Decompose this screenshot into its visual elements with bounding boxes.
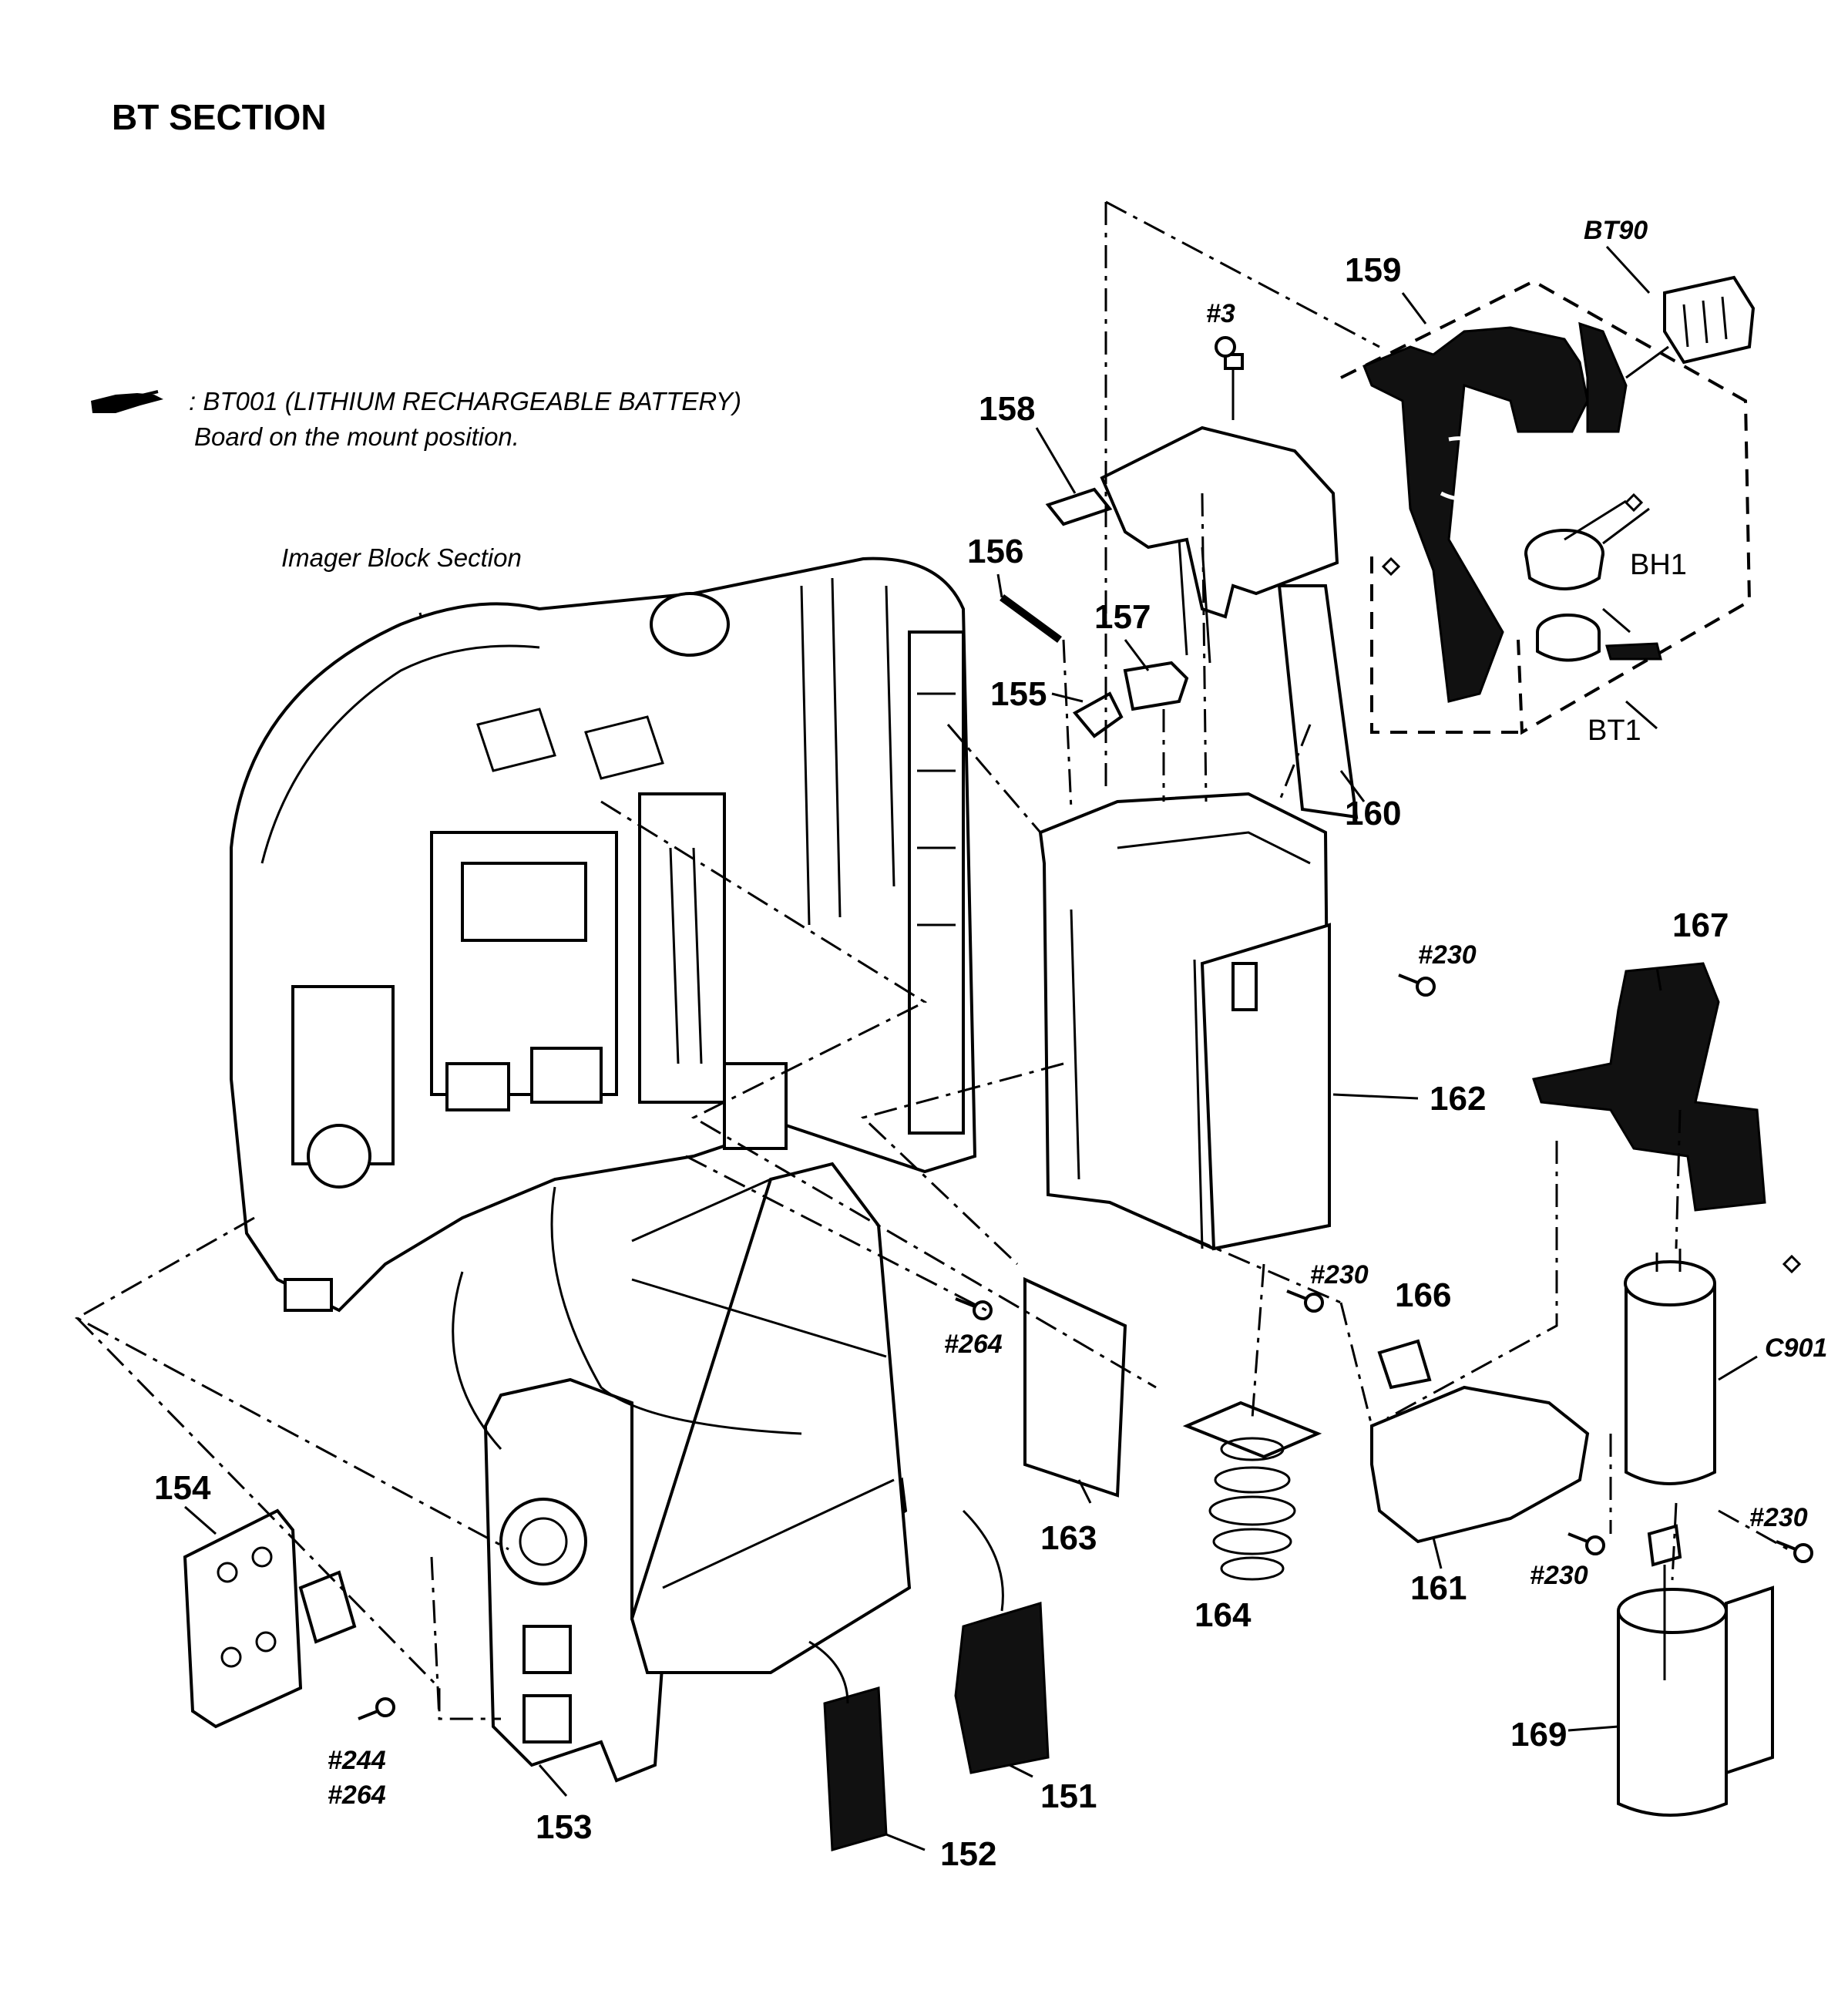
part-161-bracket [1370, 1385, 1590, 1544]
screw-230d-icon [1776, 1540, 1813, 1563]
label-screw-230b: #230 [1310, 1260, 1369, 1290]
page-title: BT SECTION [112, 97, 327, 137]
label-151: 151 [1040, 1777, 1097, 1815]
part-bt1-coin-battery [1536, 614, 1662, 662]
part-158-bracket [1045, 353, 1339, 664]
diamond-marker [1782, 1254, 1802, 1274]
part-c901-capacitor [1624, 1249, 1716, 1485]
part-159-flex-board [1362, 321, 1628, 703]
battery-note-line1: : BT001 (LITHIUM RECHARGEABLE BATTERY) [189, 387, 741, 415]
label-screw-264a: #264 [944, 1330, 1003, 1359]
part-151-flex [954, 1602, 1050, 1774]
label-159: 159 [1345, 251, 1401, 289]
label-161: 161 [1410, 1569, 1467, 1607]
label-154: 154 [154, 1469, 211, 1507]
diamond-marker [1381, 557, 1401, 577]
part-166-pad [1377, 1339, 1432, 1390]
label-bt90: BT90 [1584, 216, 1648, 245]
label-169: 169 [1510, 1716, 1567, 1754]
part-bh1-holder [1524, 529, 1604, 590]
label-screw-230d: #230 [1749, 1503, 1808, 1532]
screw-244-icon [358, 1697, 395, 1720]
part-167-flex [1532, 962, 1766, 1212]
label-158: 158 [979, 390, 1035, 428]
part-156-pin [1000, 593, 1062, 644]
label-166: 166 [1395, 1276, 1451, 1314]
label-155: 155 [990, 675, 1047, 713]
label-157: 157 [1094, 598, 1151, 636]
part-160-sheet [1277, 584, 1359, 819]
part-bt90-connector [1625, 275, 1756, 379]
label-167: 167 [1672, 906, 1729, 944]
part-155-hook [1072, 691, 1124, 738]
label-153: 153 [536, 1808, 592, 1846]
label-156: 156 [967, 533, 1023, 570]
label-bh1: BH1 [1630, 549, 1687, 581]
label-screw-230a: #230 [1418, 940, 1477, 970]
screw-230c-icon [1567, 1532, 1605, 1555]
screw-264a-icon [955, 1297, 993, 1320]
screw-230a-icon [1398, 973, 1436, 997]
part-152-flex [823, 1686, 888, 1851]
label-164: 164 [1194, 1596, 1252, 1634]
part-163-sheet [1023, 1276, 1127, 1498]
diamond-marker [1624, 493, 1644, 513]
label-c901: C901 [1765, 1333, 1827, 1363]
part-153-frame [483, 1162, 912, 1783]
part-164-spring [1182, 1401, 1322, 1581]
label-screw-3: #3 [1206, 299, 1235, 328]
label-152: 152 [940, 1835, 996, 1873]
battery-note-line2: Board on the mount position. [194, 422, 519, 451]
part-154-door [183, 1508, 357, 1729]
screw-230b-icon [1286, 1290, 1324, 1313]
pointing-hand-icon [91, 390, 163, 413]
part-169-insulator [1617, 1524, 1774, 1817]
label-160: 160 [1345, 795, 1401, 832]
part-157-clip [1123, 661, 1189, 711]
imager-block-label: Imager Block Section [281, 543, 522, 572]
imager-block-body [230, 557, 977, 1313]
label-163: 163 [1040, 1519, 1097, 1557]
label-bt1: BT1 [1588, 715, 1641, 747]
screw-3-icon [1215, 336, 1236, 358]
label-screw-244: #244 [328, 1746, 386, 1775]
part-162-battery-holder [1038, 792, 1332, 1251]
label-screw-230c: #230 [1530, 1561, 1588, 1590]
label-162: 162 [1430, 1080, 1486, 1118]
label-screw-264b: #264 [328, 1780, 386, 1810]
